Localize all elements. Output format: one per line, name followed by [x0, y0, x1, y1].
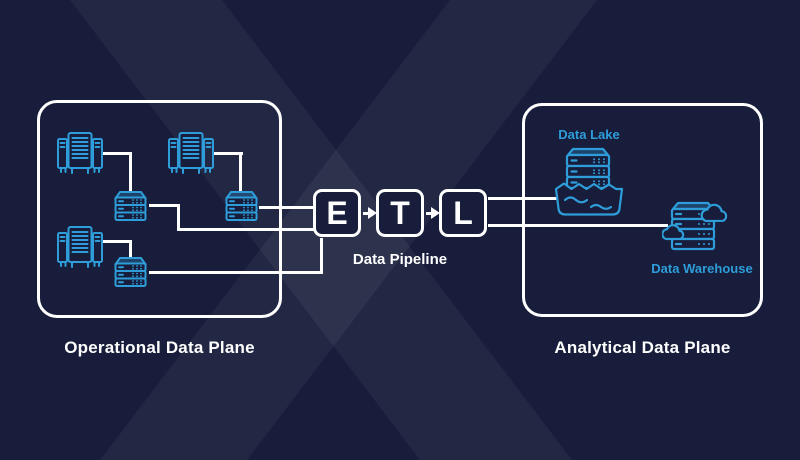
etl-stage-transform-letter: T	[390, 195, 410, 231]
wire-db2-to-server2-drop	[239, 152, 242, 193]
wire-db3-to-server3	[101, 240, 132, 243]
arrow-transform-load-head	[431, 207, 440, 219]
data-warehouse-icon	[662, 201, 728, 259]
data-lake-icon	[553, 143, 625, 218]
arrow-transform-load-line	[426, 212, 434, 215]
operational-plane-box	[37, 100, 282, 318]
analytical-plane-label: Analytical Data Plane	[554, 338, 731, 357]
wire-server2-to-extract	[259, 206, 315, 209]
etl-stage-extract-box: E	[313, 189, 361, 237]
wire-db2-to-server2	[212, 152, 243, 155]
arrow-extract-transform-head	[368, 207, 377, 219]
server-stack-icon	[112, 256, 149, 289]
etl-stage-extract-letter: E	[326, 195, 348, 231]
wire-server1-out	[149, 204, 180, 207]
data-lake-label: Data Lake	[558, 127, 620, 142]
wire-db1-to-server1-drop	[129, 152, 132, 193]
wire-server1-drop	[177, 204, 180, 231]
database-cluster-icon	[55, 130, 105, 176]
etl-stage-load-letter: L	[453, 195, 473, 231]
data-warehouse-label: Data Warehouse	[651, 261, 753, 276]
analytical-plane-box	[522, 103, 763, 317]
cloud-left	[662, 224, 685, 241]
server-stack-icon	[112, 190, 149, 223]
wire-load-to-warehouse	[488, 224, 668, 227]
etl-stage-transform-box: T	[376, 189, 424, 237]
database-cluster-icon	[55, 224, 105, 270]
wire-server1-to-extract	[177, 228, 315, 231]
wire-db3-to-server3-drop	[129, 240, 132, 259]
arrow-extract-transform-line	[363, 212, 371, 215]
wire-server3-out	[149, 271, 323, 274]
server-stack-icon	[223, 190, 260, 223]
wire-db1-to-server1	[101, 152, 132, 155]
operational-plane-label: Operational Data Plane	[64, 338, 255, 357]
wire-load-to-datalake	[488, 197, 558, 200]
pipeline-label: Data Pipeline	[352, 251, 448, 268]
database-cluster-icon	[166, 130, 216, 176]
wire-server3-to-extract-rise	[320, 238, 323, 274]
etl-stage-load-box: L	[439, 189, 487, 237]
cloud-right	[700, 203, 728, 223]
